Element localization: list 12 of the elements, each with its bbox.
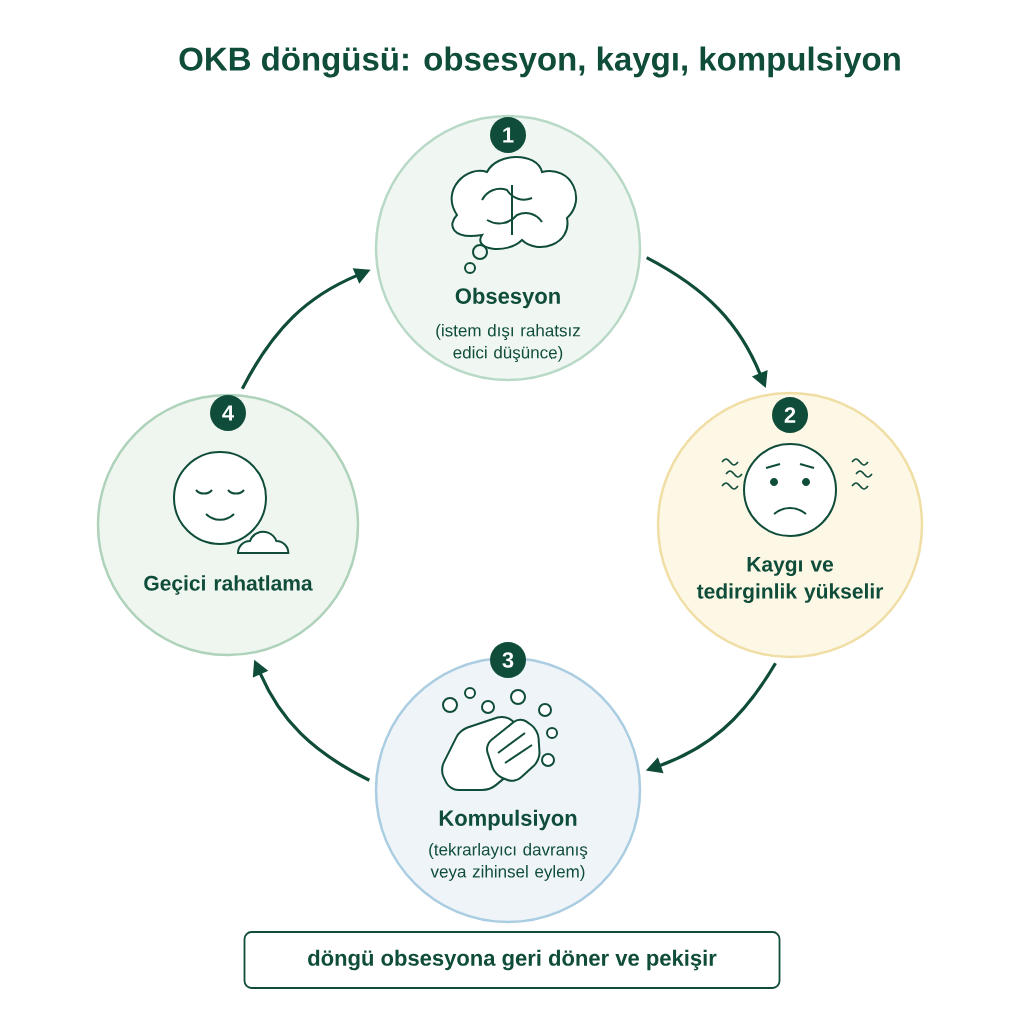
number-badge: 1 [490,117,526,153]
step-title: Obsesyon [455,287,560,309]
step-description: (istem dışı rahatsız edici düşünce) [436,324,580,362]
number-badge: 2 [772,397,808,433]
step-description: (tekrarlayıcı davranış veya zihinsel eylem) [429,843,588,881]
step-title: Kompulsiyon [439,809,577,831]
title: OKB döngüsü: obsesyon, kaygı, kompulsiyon [179,46,900,78]
step-title: Kaygı ve tedirginlik yükselir [696,557,884,603]
number-badge: 4 [210,395,246,431]
step-title: Geçici rahatlama [144,575,313,595]
number-badge: 3 [490,642,526,678]
note-box: döngü obsesyona geri döner ve pekişir [243,931,781,989]
